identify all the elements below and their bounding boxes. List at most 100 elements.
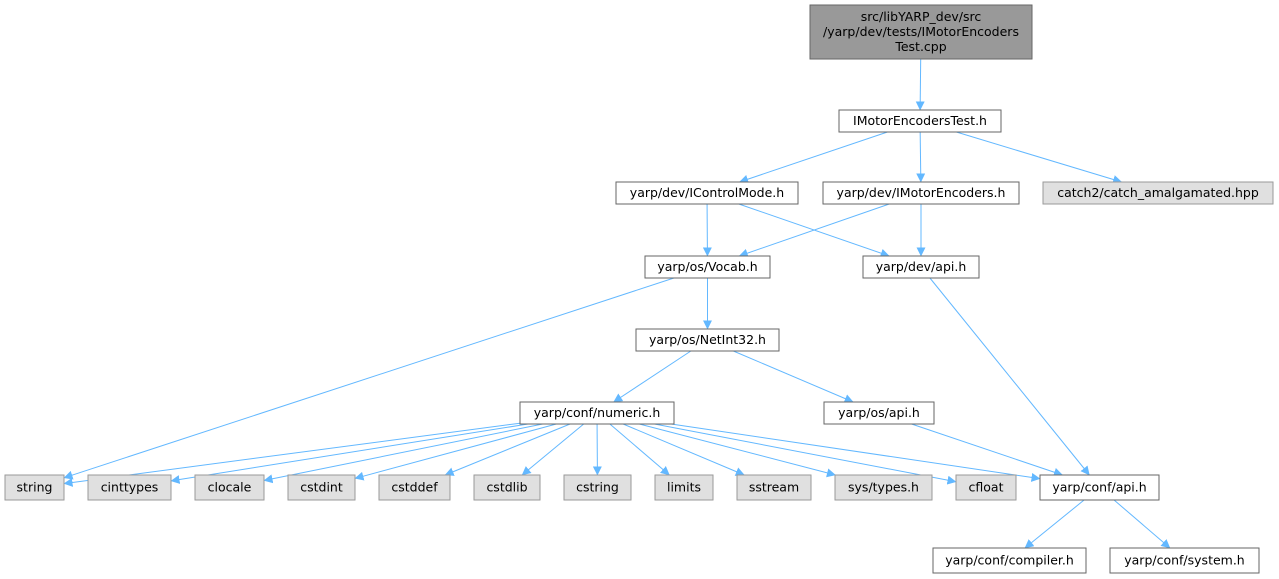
node-label: IMotorEncodersTest.h xyxy=(853,113,987,128)
node-label: yarp/dev/IMotorEncoders.h xyxy=(837,185,1006,200)
node-box xyxy=(87,474,172,501)
edge-test_h-to-icontrolmode xyxy=(739,131,888,184)
node-box xyxy=(654,474,714,501)
node-netint32[interactable]: yarp/os/NetInt32.h xyxy=(635,328,780,352)
node-box xyxy=(1042,181,1274,205)
edge-numeric-to-systypes xyxy=(639,423,836,478)
node-label: cstring xyxy=(576,480,619,495)
node-label: yarp/os/NetInt32.h xyxy=(649,332,766,347)
node-box xyxy=(4,474,65,501)
node-label: yarp/os/api.h xyxy=(838,405,920,420)
node-imotorencoders[interactable]: yarp/dev/IMotorEncoders.h xyxy=(822,181,1020,205)
node-numeric[interactable]: yarp/conf/numeric.h xyxy=(519,401,675,425)
node-test_h[interactable]: IMotorEncodersTest.h xyxy=(838,109,1002,133)
node-label: cinttypes xyxy=(101,480,159,495)
node-label: yarp/os/Vocab.h xyxy=(657,259,757,274)
edge-conf_api-to-system xyxy=(1113,499,1171,549)
node-box xyxy=(635,328,780,352)
node-box xyxy=(194,474,265,501)
nodes-layer: src/libYARP_dev/src/yarp/dev/tests/IMoto… xyxy=(4,4,1274,574)
node-label: yarp/conf/numeric.h xyxy=(534,405,661,420)
node-label: string xyxy=(17,480,53,495)
edge-imotorencoders-to-vocab xyxy=(738,203,890,258)
edge-test_h-to-catch2 xyxy=(956,131,1123,184)
node-cstdlib: cstdlib xyxy=(473,474,541,501)
node-label: sys/types.h xyxy=(848,480,919,495)
node-box xyxy=(473,474,541,501)
node-vocab[interactable]: yarp/os/Vocab.h xyxy=(644,255,771,279)
node-label: limits xyxy=(667,480,701,495)
node-label: yarp/conf/api.h xyxy=(1052,480,1146,495)
node-box xyxy=(736,474,812,501)
node-box xyxy=(287,474,356,501)
node-label: cstddef xyxy=(391,480,438,495)
edge-root-to-test_h xyxy=(915,58,925,111)
node-cstdint: cstdint xyxy=(287,474,356,501)
edge-dev_api-to-conf_api xyxy=(929,277,1090,476)
edge-numeric-to-sstream xyxy=(622,423,745,476)
node-string: string xyxy=(4,474,65,501)
node-label: sstream xyxy=(749,480,799,495)
edge-os_api-to-conf_api xyxy=(911,423,1063,477)
node-systypes: sys/types.h xyxy=(834,474,933,501)
node-clocale: clocale xyxy=(194,474,265,501)
node-label: /yarp/dev/tests/IMotorEncoders xyxy=(823,24,1019,39)
node-compiler[interactable]: yarp/conf/compiler.h xyxy=(932,547,1087,574)
edge-conf_api-to-compiler xyxy=(1024,499,1085,549)
node-box xyxy=(1109,547,1260,574)
node-os_api[interactable]: yarp/os/api.h xyxy=(823,401,935,425)
node-box xyxy=(955,474,1017,501)
node-cstddef: cstddef xyxy=(378,474,451,501)
edge-numeric-to-cstdint xyxy=(354,423,557,481)
edge-netint32-to-os_api xyxy=(733,350,854,403)
node-box xyxy=(822,181,1020,205)
node-system[interactable]: yarp/conf/system.h xyxy=(1109,547,1260,574)
node-label: yarp/conf/compiler.h xyxy=(945,553,1074,568)
node-box xyxy=(809,4,1033,60)
edge-numeric-to-cstdlib xyxy=(521,423,585,476)
node-conf_api[interactable]: yarp/conf/api.h xyxy=(1039,474,1160,501)
node-limits: limits xyxy=(654,474,714,501)
node-box xyxy=(378,474,451,501)
node-label: cstdlib xyxy=(486,480,527,495)
node-icontrolmode[interactable]: yarp/dev/IControlMode.h xyxy=(615,181,799,205)
node-cfloat: cfloat xyxy=(955,474,1017,501)
node-box xyxy=(838,109,1002,133)
edge-vocab-to-string xyxy=(63,277,675,480)
node-cinttypes: cinttypes xyxy=(87,474,172,501)
node-box xyxy=(932,547,1087,574)
node-label: yarp/dev/IControlMode.h xyxy=(630,185,784,200)
node-box xyxy=(519,401,675,425)
node-catch2: catch2/catch_amalgamated.hpp xyxy=(1042,181,1274,205)
node-box xyxy=(615,181,799,205)
edge-numeric-to-string xyxy=(63,422,521,487)
node-cstring: cstring xyxy=(563,474,632,501)
node-label: clocale xyxy=(208,480,252,495)
edge-numeric-to-clocale xyxy=(263,423,543,484)
node-box xyxy=(823,401,935,425)
edge-numeric-to-cfloat xyxy=(654,423,957,485)
edges-layer xyxy=(63,58,1171,549)
node-label: Test.cpp xyxy=(894,39,946,54)
node-box xyxy=(834,474,933,501)
node-root[interactable]: src/libYARP_dev/src/yarp/dev/tests/IMoto… xyxy=(809,4,1033,60)
edge-numeric-to-cstddef xyxy=(444,423,571,476)
node-box xyxy=(1039,474,1160,501)
node-label: catch2/catch_amalgamated.hpp xyxy=(1057,185,1259,200)
node-box xyxy=(862,255,980,279)
edge-numeric-to-cinttypes xyxy=(170,423,529,484)
edge-netint32-to-numeric xyxy=(613,350,692,403)
node-box xyxy=(644,255,771,279)
node-sstream: sstream xyxy=(736,474,812,501)
node-label: cfloat xyxy=(969,480,1004,495)
node-box xyxy=(563,474,632,501)
edge-numeric-to-conf_api xyxy=(671,423,1041,482)
node-label: yarp/conf/system.h xyxy=(1124,553,1244,568)
edge-numeric-to-limits xyxy=(609,423,670,476)
edge-test_h-to-imotorencoders xyxy=(916,131,926,183)
node-dev_api[interactable]: yarp/dev/api.h xyxy=(862,255,980,279)
node-label: yarp/dev/api.h xyxy=(876,259,967,274)
node-label: src/libYARP_dev/src xyxy=(861,9,982,24)
node-label: cstdint xyxy=(300,480,343,495)
